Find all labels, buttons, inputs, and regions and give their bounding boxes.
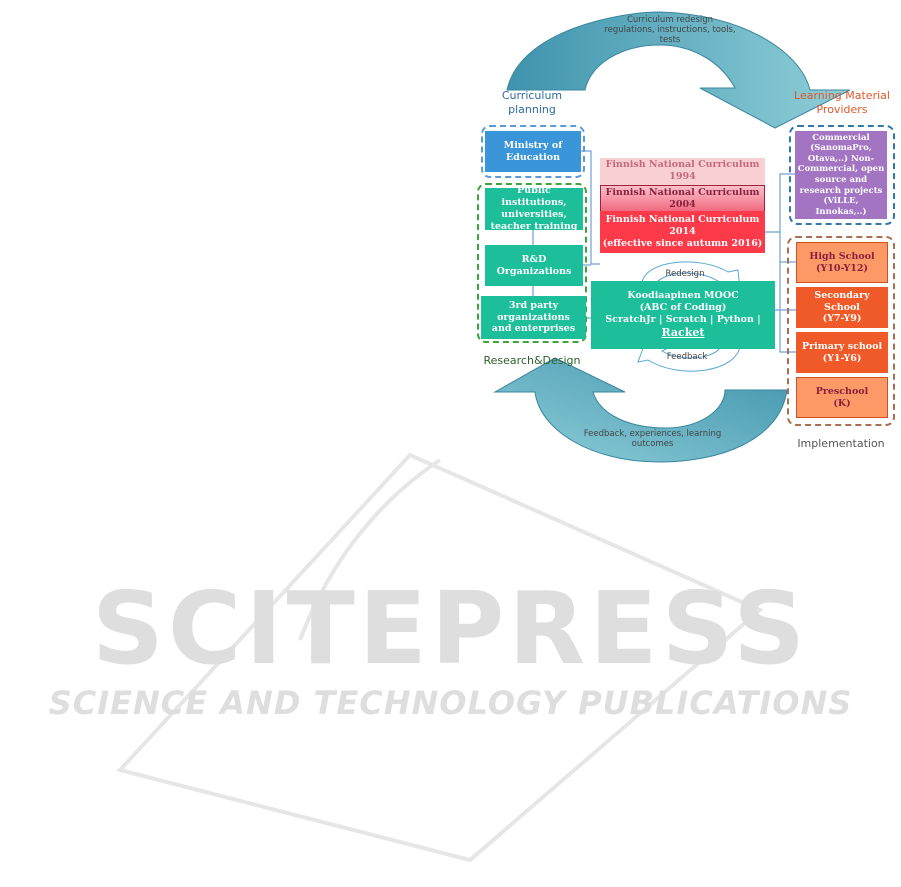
school-name: Primary school bbox=[801, 340, 883, 352]
curriculum-2014-title: Finnish National Curriculum 2014 bbox=[605, 214, 760, 238]
curriculum-2004-box: Finnish National Curriculum 2004 bbox=[600, 185, 765, 212]
public-institutions-box: Public institutions, universities, teach… bbox=[485, 185, 583, 232]
school-years: (Y1-Y6) bbox=[822, 352, 862, 364]
ministry-of-education-box: Ministry of Education bbox=[485, 131, 581, 172]
top-arrow-line: tests bbox=[659, 35, 681, 46]
mooc-subtitle: (ABC of Coding) bbox=[639, 302, 727, 314]
school-years: (K) bbox=[833, 397, 851, 409]
learning-material-providers-label: Learning Material Providers bbox=[794, 89, 890, 116]
connector-lines bbox=[532, 150, 796, 353]
school-name: Preschool bbox=[815, 385, 869, 397]
curriculum-planning-label: Curriculum planning bbox=[501, 89, 563, 116]
mooc-racket: Racket bbox=[661, 325, 705, 339]
redesign-label: Redesign bbox=[665, 269, 705, 279]
top-arrow-line: regulations, instructions, tools, bbox=[604, 25, 736, 36]
watermark-title: SCITEPRESS bbox=[91, 570, 810, 687]
school-name: High School bbox=[809, 250, 875, 262]
research-design-label: Research&Design bbox=[483, 354, 581, 367]
rd-organizations-box: R&D Organizations bbox=[485, 245, 583, 286]
preschool-box: Preschool(K) bbox=[796, 377, 888, 418]
mooc-box: Koodiaapinen MOOC (ABC of Coding) Scratc… bbox=[591, 281, 775, 349]
curriculum-1994-box: Finnish National Curriculum 1994 bbox=[600, 158, 765, 186]
bottom-cycle-arrow bbox=[493, 357, 788, 463]
top-cycle-arrow bbox=[506, 11, 851, 129]
bottom-arrow-text: Feedback, experiences, learning outcomes bbox=[580, 429, 725, 449]
curriculum-2014-box: Finnish National Curriculum 2014 (effect… bbox=[600, 211, 765, 253]
implementation-label: Implementation bbox=[797, 437, 885, 450]
research-design-group bbox=[477, 183, 587, 343]
providers-box: Commercial (SanomaPro, Otava,..) Non-Com… bbox=[795, 131, 887, 219]
mooc-tools: ScratchJr | Scratch | Python | Racket bbox=[591, 314, 775, 340]
third-party-box: 3rd party organizations and enterprises bbox=[481, 296, 586, 339]
bottom-arrow-line: Feedback, experiences, learning bbox=[583, 429, 722, 439]
implementation-group bbox=[787, 236, 895, 426]
high-school-box: High School(Y10-Y12) bbox=[796, 242, 888, 283]
bottom-arrow-line: outcomes bbox=[631, 439, 674, 450]
providers-group bbox=[789, 125, 895, 225]
mooc-tools-list: ScratchJr | Scratch | Python | bbox=[605, 314, 761, 325]
curriculum-2014-note: (effective since autumn 2016) bbox=[602, 237, 763, 249]
watermark-subtitle: SCIENCE AND TECHNOLOGY PUBLICATIONS bbox=[48, 684, 853, 722]
primary-school-box: Primary school(Y1-Y6) bbox=[796, 332, 888, 373]
curriculum-planning-group bbox=[481, 125, 585, 178]
top-arrow-line: Curriculum redesign bbox=[626, 15, 714, 25]
secondary-school-box: Secondary School(Y7-Y9) bbox=[796, 287, 888, 328]
school-years: (Y7-Y9) bbox=[822, 313, 862, 325]
school-name: Secondary School bbox=[814, 289, 870, 313]
feedback-label: Feedback bbox=[666, 352, 708, 362]
top-arrow-text: Curriculum redesign regulations, instruc… bbox=[590, 15, 750, 46]
school-years: (Y10-Y12) bbox=[816, 262, 868, 274]
mooc-title: Koodiaapinen MOOC bbox=[627, 290, 739, 302]
